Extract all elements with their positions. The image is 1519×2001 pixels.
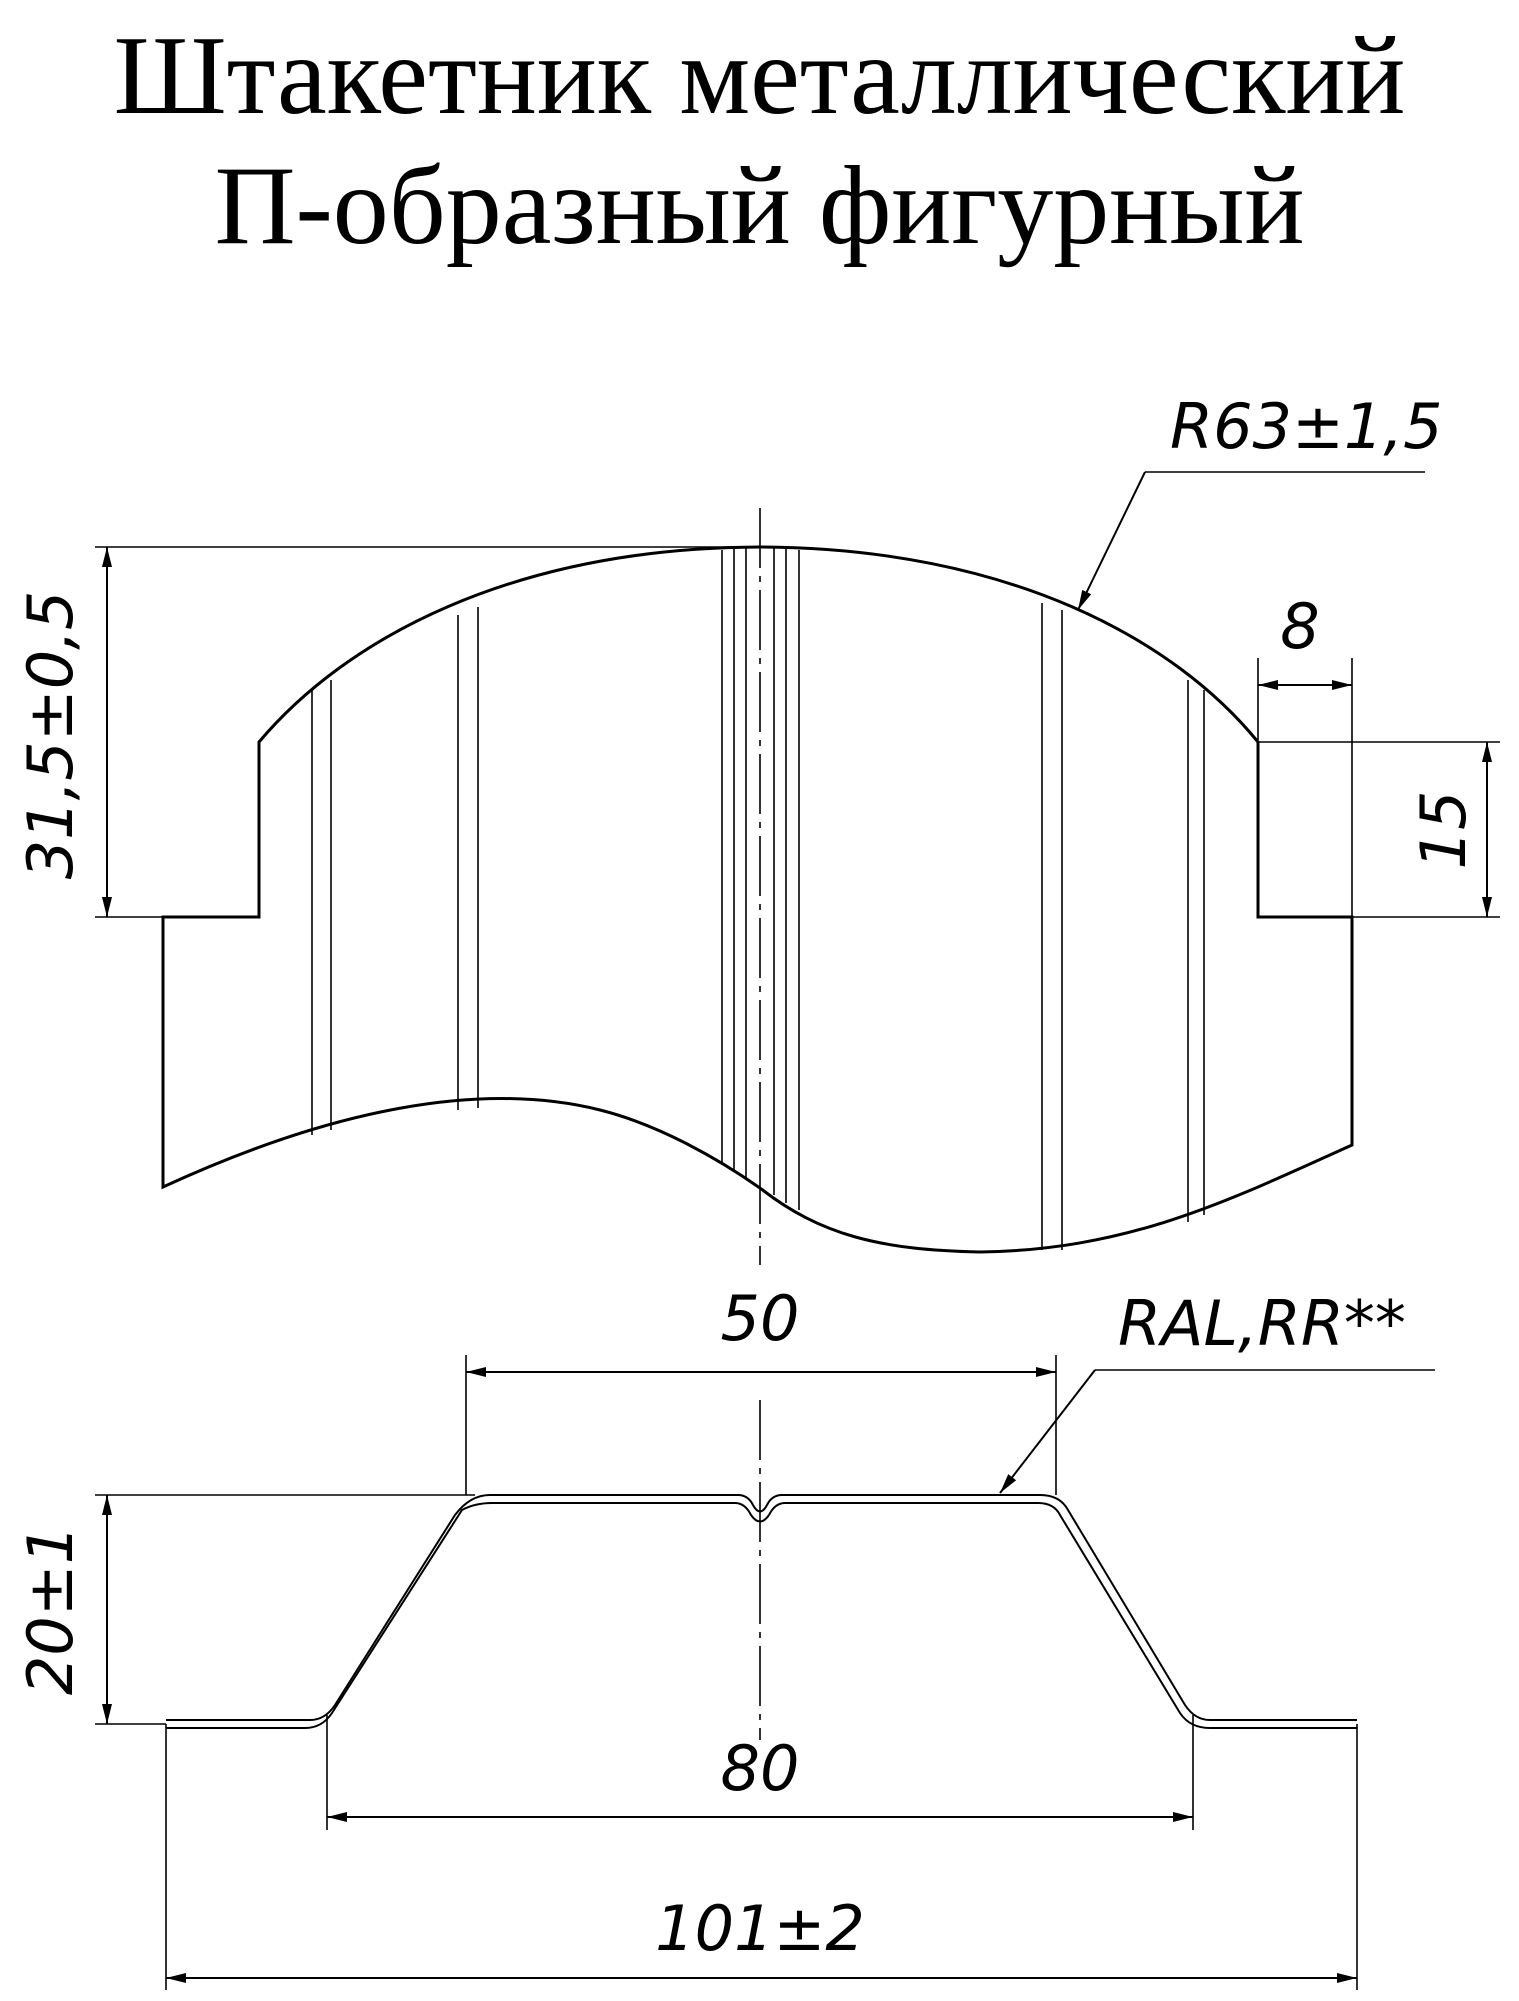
coating-leader: RAL,RR** [999,1287,1435,1494]
height-dimension: 31,5±0,5 [14,546,750,918]
bottom-width-label: 80 [721,1732,800,1805]
radius-dimension: R63±1,5 [1077,390,1443,611]
fold-lines [311,548,1205,1250]
picket-outline [161,545,1354,1254]
coating-label: RAL,RR** [1118,1287,1406,1360]
step-height-dimension: 15 [1258,741,1500,918]
picket-face-view: 31,5±0,5 R63±1,5 8 15 [14,390,1500,1265]
overall-width-label: 101±2 [655,1892,865,1965]
title-line-1: Штакетник металлический [113,14,1406,138]
profile-section-view: 50 RAL,RR** 20±1 80 101±2 [14,1282,1435,1990]
overall-width-dimension: 101±2 [165,1724,1358,1990]
radius-label: R63±1,5 [1170,390,1443,463]
step-height-label: 15 [1407,791,1480,870]
top-width-dimension: 50 [465,1282,1057,1495]
height-label: 31,5±0,5 [14,591,87,880]
step-width-label: 8 [1280,590,1319,663]
step-width-dimension: 8 [1257,590,1353,917]
profile-outline-outer [166,1494,1357,1721]
profile-height-label: 20±1 [14,1525,87,1695]
title-line-2: П-образный фигурный [214,144,1305,268]
top-width-label: 50 [721,1282,800,1355]
bottom-width-dimension: 80 [326,1715,1194,1830]
profile-height-dimension: 20±1 [14,1494,475,1725]
